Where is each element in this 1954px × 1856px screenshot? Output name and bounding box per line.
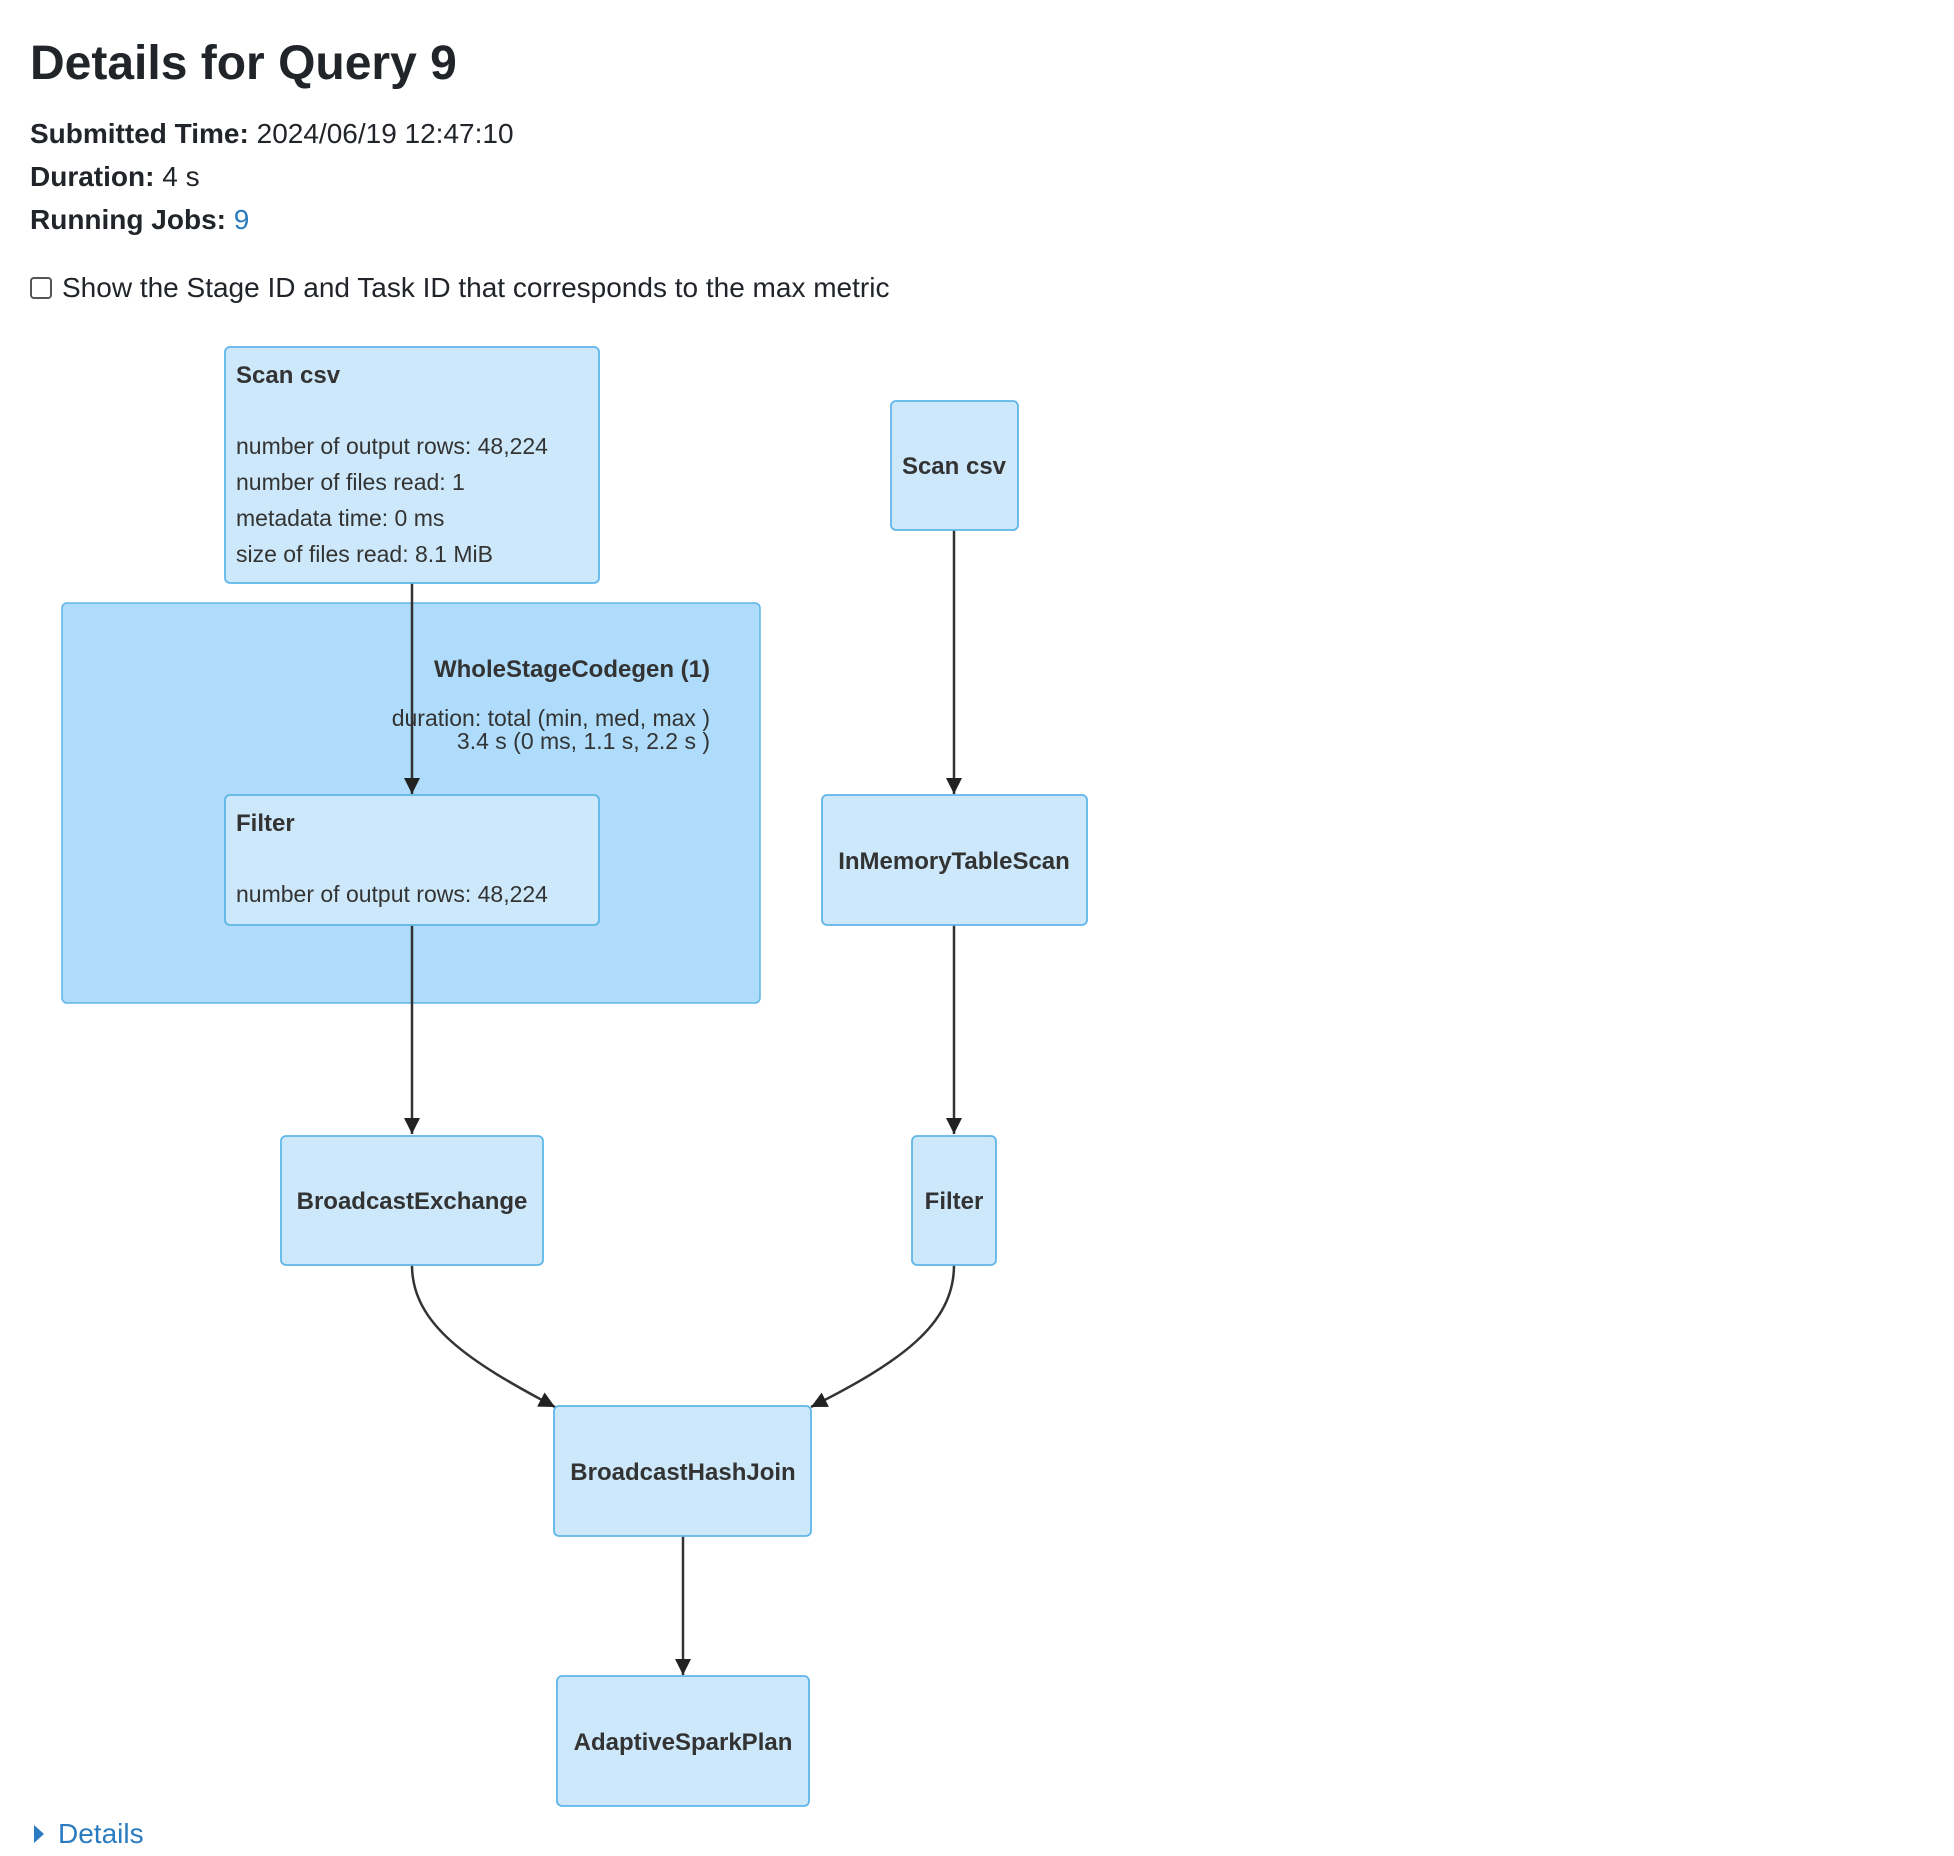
- node-in-memory-table-scan[interactable]: InMemoryTableScan: [821, 794, 1088, 926]
- node-metric: number of files read: 1: [236, 469, 465, 495]
- duration: Duration: 4 s: [30, 161, 200, 193]
- submitted-time-value: 2024/06/19 12:47:10: [256, 118, 514, 149]
- node-title: Scan csv: [902, 453, 1007, 480]
- duration-label: Duration:: [30, 161, 155, 192]
- node-title: Filter: [236, 810, 295, 837]
- running-jobs-link[interactable]: 9: [233, 204, 250, 235]
- duration-value: 4 s: [162, 161, 200, 192]
- details-toggle[interactable]: Details: [34, 1818, 144, 1850]
- node-title: AdaptiveSparkPlan: [574, 1729, 793, 1756]
- show-stage-task-label: Show the Stage ID and Task ID that corre…: [62, 272, 890, 303]
- node-metric: number of output rows: 48,224: [236, 881, 548, 907]
- submitted-time: Submitted Time: 2024/06/19 12:47:10: [30, 118, 514, 150]
- running-jobs-label: Running Jobs:: [30, 204, 226, 235]
- node-title: InMemoryTableScan: [838, 848, 1070, 875]
- edge-broadcast-exchange-to-join: [410, 1264, 556, 1409]
- node-metric: number of output rows: 48,224: [236, 433, 548, 459]
- cluster-metric-value: 3.4 s (0 ms, 1.1 s, 2.2 s ): [457, 728, 710, 754]
- edge-filter-to-join: [810, 1264, 956, 1409]
- show-stage-task-option[interactable]: Show the Stage ID and Task ID that corre…: [30, 272, 889, 304]
- submitted-time-label: Submitted Time:: [30, 118, 249, 149]
- details-toggle-label: Details: [58, 1818, 144, 1849]
- node-metric: size of files read: 8.1 MiB: [236, 541, 493, 567]
- node-title: Scan csv: [236, 362, 341, 389]
- node-title: BroadcastExchange: [297, 1188, 528, 1215]
- node-broadcast-exchange[interactable]: BroadcastExchange: [280, 1135, 544, 1266]
- node-filter-right[interactable]: Filter: [911, 1135, 997, 1266]
- cluster-title: WholeStageCodegen (1): [434, 656, 710, 683]
- node-metric: metadata time: 0 ms: [236, 505, 444, 531]
- node-scan-csv-right[interactable]: Scan csv: [890, 400, 1019, 531]
- node-scan-csv-left[interactable]: Scan csv number of output rows: 48,224 n…: [224, 346, 600, 584]
- node-broadcast-hash-join[interactable]: BroadcastHashJoin: [553, 1405, 812, 1537]
- node-adaptive-spark-plan[interactable]: AdaptiveSparkPlan: [556, 1675, 810, 1807]
- node-filter-left[interactable]: Filter number of output rows: 48,224: [224, 794, 600, 926]
- cluster-metric-header: duration: total (min, med, max ): [392, 705, 710, 731]
- plan-edges: [404, 530, 962, 1675]
- running-jobs: Running Jobs: 9: [30, 204, 249, 236]
- node-title: BroadcastHashJoin: [570, 1459, 795, 1486]
- show-stage-task-checkbox[interactable]: [30, 277, 52, 299]
- node-title: Filter: [925, 1188, 984, 1215]
- caret-right-icon: [34, 1825, 44, 1843]
- page-title: Details for Query 9: [30, 37, 457, 90]
